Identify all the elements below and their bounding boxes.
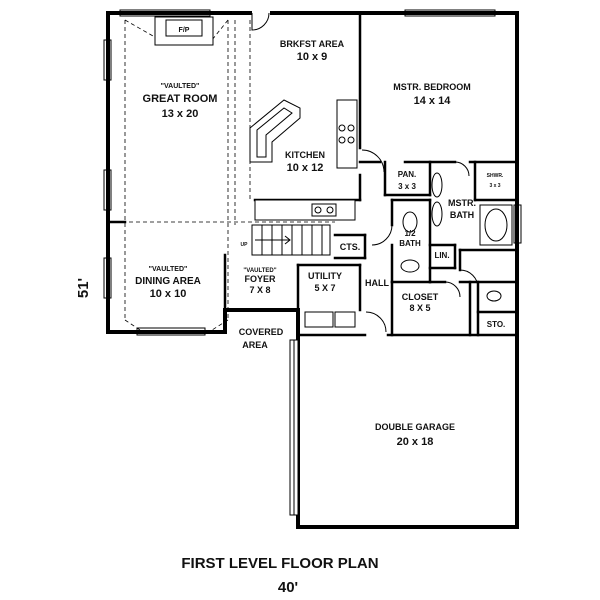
pantry-size: 3 x 3 <box>398 182 416 191</box>
kitchen-name: KITCHEN <box>285 150 325 160</box>
master-bedroom-size: 14 x 14 <box>414 95 452 107</box>
fireplace <box>154 16 214 46</box>
foyer-name: FOYER <box>244 274 276 284</box>
shower-name: SHWR. <box>487 173 504 179</box>
shower-size: 3 x 3 <box>489 183 500 189</box>
dining-area-size: 10 x 10 <box>150 288 187 300</box>
garage-name: DOUBLE GARAGE <box>375 422 455 432</box>
depth-dimension: 51' <box>75 278 92 298</box>
master-bedroom-name: MSTR. BEDROOM <box>393 82 471 92</box>
linen-label: LIN. <box>434 251 449 260</box>
utility-size: 5 X 7 <box>314 283 335 293</box>
door-swings <box>251 12 479 333</box>
plan-title: FIRST LEVEL FLOOR PLAN <box>181 555 378 572</box>
brkfst-area-name: BRKFST AREA <box>280 39 345 49</box>
foyer-size: 7 X 8 <box>249 285 270 295</box>
stair-treads <box>255 225 323 255</box>
kitchen-island <box>249 99 301 163</box>
interior-walls <box>106 11 519 337</box>
covered-area-line1: COVERED <box>239 327 284 337</box>
brkfst-area-size: 10 x 9 <box>297 51 328 63</box>
kitchen-size: 10 x 12 <box>287 162 324 174</box>
master-bath-line2: BATH <box>450 210 474 220</box>
great-room-note: "VAULTED" <box>161 83 200 90</box>
closet-size: 8 X 5 <box>409 303 430 313</box>
foyer-note: "VAULTED" <box>243 268 276 274</box>
exterior-walls <box>106 11 519 529</box>
stair-up-label: UP <box>241 242 249 248</box>
fireplace-label: F/P <box>179 27 190 34</box>
garage-door <box>289 339 299 516</box>
master-bath-line1: MSTR. <box>448 198 476 208</box>
closets-label: CTS. <box>340 242 361 252</box>
utility-name: UTILITY <box>308 271 342 281</box>
dining-note: "VAULTED" <box>149 266 188 273</box>
pantry-name: PAN. <box>398 170 417 179</box>
hall-label: HALL <box>365 278 389 288</box>
kitchen-counters <box>254 99 358 221</box>
garage-size: 20 x 18 <box>397 436 434 448</box>
dining-area-name: DINING AREA <box>135 276 201 287</box>
bath-fixtures <box>304 172 513 328</box>
covered-area-line2: AREA <box>242 340 268 350</box>
vault-dashes <box>115 19 335 331</box>
great-room-name: GREAT ROOM <box>143 93 218 105</box>
storage-label: STO. <box>487 320 506 329</box>
width-dimension: 40' <box>278 579 298 596</box>
great-room-size: 13 x 20 <box>162 108 199 120</box>
half-bath-line2: BATH <box>399 239 421 248</box>
closet-name: CLOSET <box>402 292 439 302</box>
half-bath-line1: 1/2 <box>404 229 416 238</box>
